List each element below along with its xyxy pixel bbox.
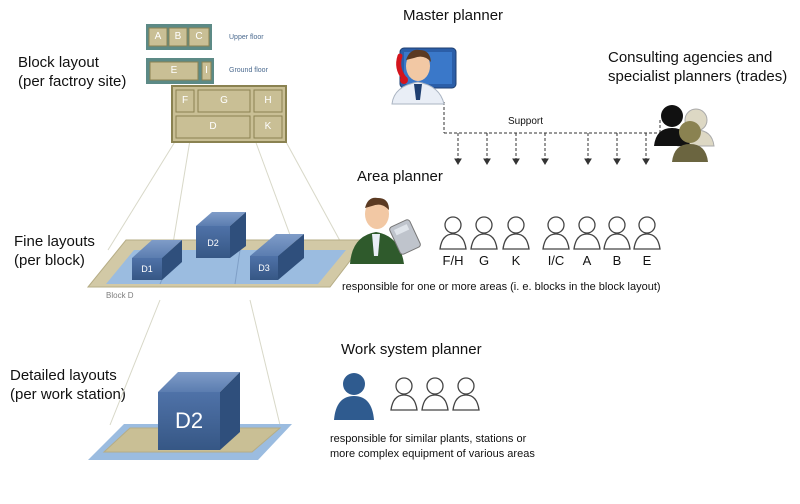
area-planner-title: Area planner [357, 168, 443, 185]
area-person [470, 216, 498, 250]
work-person [421, 377, 449, 411]
cell-h: H [264, 95, 272, 106]
area-code-ic: I/C [547, 253, 565, 268]
work-person [390, 377, 418, 411]
detailed-box-d2 [158, 372, 240, 450]
box-label-d1: D1 [141, 264, 153, 274]
area-code-g: G [478, 253, 490, 268]
master-planner-title: Master planner [403, 7, 504, 24]
fine-box-d3 [250, 234, 304, 280]
upper-floor-label: Upper floor [229, 34, 264, 41]
block-ground-floor [146, 58, 214, 84]
area-planner-icon [350, 197, 421, 264]
block-d-label: Block D [106, 291, 134, 300]
block-layout-label: Block layout (per factroy site) [18, 54, 127, 90]
area-code-k: K [511, 253, 521, 268]
block-upper-floor [146, 24, 212, 50]
cell-ground-e: E [170, 65, 178, 76]
work-people-row [390, 377, 480, 411]
fine-box-d1 [132, 240, 182, 280]
work-system-planner-icon [334, 373, 374, 420]
support-connector [443, 102, 661, 165]
area-person [603, 216, 631, 250]
master-planner-icon [391, 47, 457, 105]
area-person [502, 216, 530, 250]
detailed-layouts-label: Detailed layouts (per work station) [10, 367, 126, 403]
area-code-fh: F/H [442, 253, 464, 268]
cell-upper-b: B [174, 31, 182, 42]
cell-upper-c: C [195, 31, 203, 42]
work-person [452, 377, 480, 411]
fine-layouts-label: Fine layouts (per block) [14, 233, 95, 269]
block-lower [171, 85, 287, 143]
funnel-lines-lower [109, 299, 281, 426]
consulting-planners-icon [654, 105, 715, 162]
area-code-e: E [642, 253, 652, 268]
area-people-row [439, 216, 661, 250]
area-code-a: A [582, 253, 592, 268]
cell-k: K [264, 121, 272, 132]
area-person [573, 216, 601, 250]
box-label-d2: D2 [207, 238, 219, 248]
cell-f: F [181, 95, 189, 106]
area-person [439, 216, 467, 250]
work-system-planner-title: Work system planner [341, 341, 482, 358]
area-person [542, 216, 570, 250]
box-label-d3: D3 [258, 263, 270, 273]
ground-floor-label: Ground floor [229, 67, 268, 74]
cell-d: D [209, 121, 217, 132]
area-note: responsible for one or more areas (i. e.… [342, 281, 661, 293]
cell-g: G [220, 95, 228, 106]
cell-upper-a: A [154, 31, 162, 42]
area-person [633, 216, 661, 250]
area-code-b: B [612, 253, 622, 268]
cell-ground-i: I [205, 65, 208, 76]
support-label: Support [508, 116, 544, 127]
work-note: responsible for similar plants, stations… [330, 433, 535, 460]
detailed-box-label: D2 [174, 408, 204, 433]
fine-box-d2 [196, 212, 246, 258]
consulting-title: Consulting agencies and specialist plann… [608, 49, 788, 85]
